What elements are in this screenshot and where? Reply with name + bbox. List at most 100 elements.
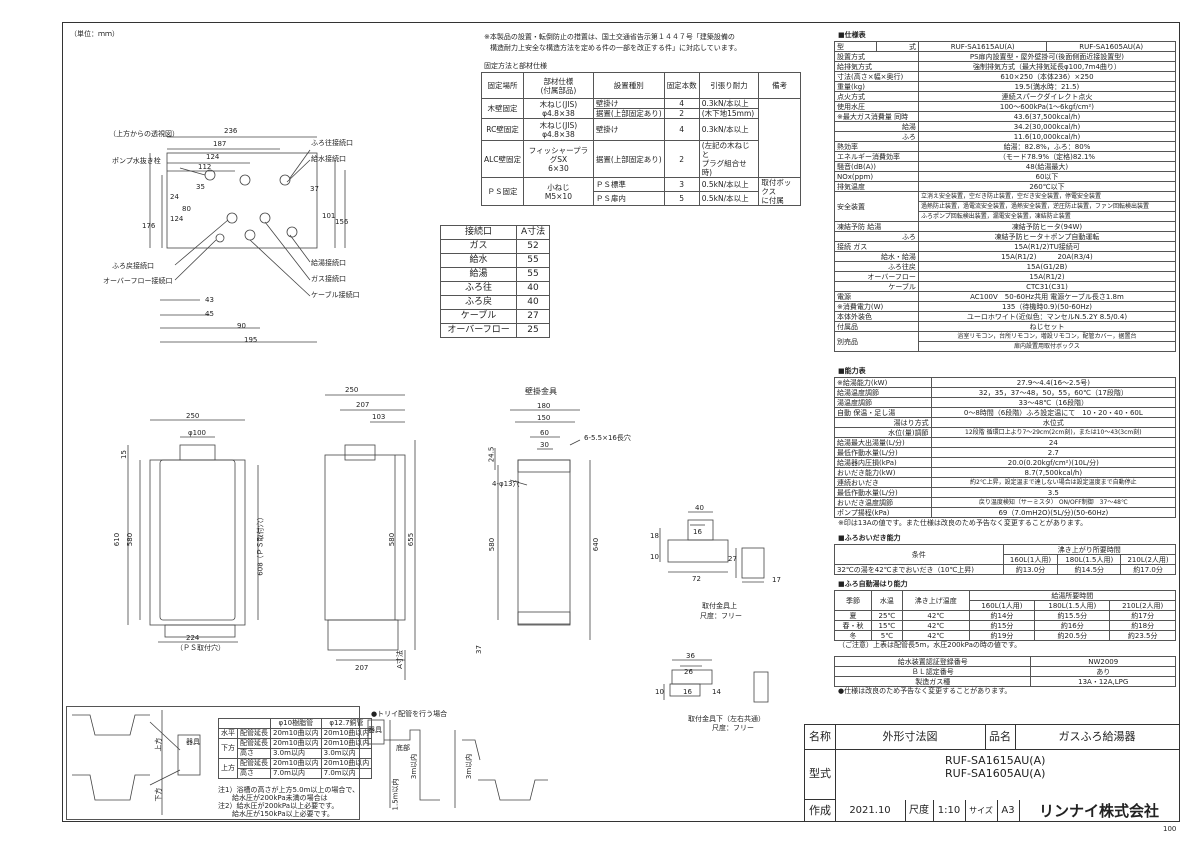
bu-dim-17: 17 [772,576,781,584]
a-r5c1: 27 [516,309,550,324]
pipe-h2: φ12.7銅管 [320,718,373,729]
cap-r6v: 24 [930,437,1177,448]
dim-112: 112 [198,163,212,171]
af-r0c4: 約15.5分 [1034,610,1111,621]
spec-r2k: 寸法(高さ×幅×奥行) [834,71,919,82]
reheat-h2: 160L(1人用) [1002,554,1059,565]
notice-line1: ※本製品の設置・転倒防止の措置は、国土交通省告示第１４４７号「建築設備の [484,33,735,41]
front-dim-phi100: φ100 [188,429,206,437]
a-r4c0: ふろ戻 [439,295,518,310]
af-h1: 水温 [870,590,903,611]
cap-r9v: 8.7(7,500kcal/h) [930,467,1177,478]
cap-r12v: 戻り温度検知（サーミスタ） ON/OFF制御 37〜48℃ [930,497,1177,508]
fix-r0c2: 壁掛け [592,98,665,109]
cap-r6k: 給湯最大出湯量(L/分) [834,437,932,448]
tb-made-label: 作成 [805,800,836,822]
spec-h0: 型 [834,41,877,52]
label-overflow: オーバーフロー接続口 [103,277,173,285]
cap-r0v: 27.9〜4.4(16〜2.5号) [930,377,1177,388]
reheat-title: ■ふろおいだき能力 [838,534,901,542]
autofill-note: （ご注意）上表は配管長5m，水圧200kPaの時の値です。 [838,641,1022,649]
bracket-upper-title: 取付金具上 [702,602,737,610]
side-dim-207b: 207 [355,664,369,672]
spec-r12k: NOx(ppm) [834,171,919,182]
label-water-in: 給水接続口 [311,155,346,163]
pipe-r4c3: 7.0m以内 [320,768,373,779]
cert-r2k: 製造ガス種 [833,676,1032,687]
spec-r1v: 強制排気方式（最大排気延長φ100,7m4曲り） [917,61,1177,72]
spec-r23v: CTC31(C31) [917,281,1177,292]
spec-r7v: 34.2(30,000kcal/h) [917,121,1177,132]
wb-dim-580: 580 [488,537,497,552]
fix-r2c2: 壁掛け [592,118,665,141]
af-r0c0: 夏 [834,610,872,621]
pipe-r2c3: 3.0m以内 [320,748,373,759]
bu-dim-40: 40 [695,504,704,512]
a-r1c1: 55 [516,253,550,268]
spec-table: 型 式 RUF-SA1615AU(A) RUF-SA1605AU(A) 設置方式… [834,41,1177,352]
side-dim-a: A寸法 [395,650,404,669]
tb-date: 2021.10 [835,800,906,822]
cap-r8k: 給湯器内圧損(kPa) [834,457,932,468]
capacity-title: ■能力表 [838,367,866,375]
cap-r11v: 3.5 [930,487,1177,498]
cap-r2k: 湯温度調節 [834,397,932,408]
cap-r3v: 0〜8時間（6段階）ふろ設定温にて 10・20・40・60L [930,407,1177,418]
pipe-r1c2: 20m10曲以内 [270,738,322,749]
fix-h5: 備考 [758,72,801,99]
af-r1c3: 約15分 [968,620,1036,631]
a-r2c1: 55 [516,267,550,282]
a-r0c0: ガス [439,239,518,254]
trap-3m-a: 3m以内 [410,753,419,780]
dim-45: 45 [205,310,214,318]
cap-r1v: 32，35，37〜48，50，55，60℃（17段階） [930,387,1177,398]
fix-r4c3: 3 [663,177,700,192]
dim-24: 24 [170,193,179,201]
af-r0c1: 25℃ [870,610,903,621]
tb-scale-value: 1:10 [933,800,966,822]
af-r1c4: 約16分 [1034,620,1111,631]
pipe-r0c3: 20m10曲以内 [320,728,373,739]
bracket-upper-drawing [659,511,765,583]
cert-r0v: NW2009 [1030,656,1176,667]
spec-title: ■仕様表 [838,31,866,39]
cap-r4v: 水位式 [930,417,1177,428]
fix-r2c1: 木ねじ(JIS) φ4.8×38 [523,118,594,141]
spec-r5v: 100〜600kPa(1〜6kgf/cm²) [917,101,1177,112]
side-dim-103: 103 [372,413,386,421]
side-dim-580: 580 [388,532,397,547]
pipe-r2c1: 高さ [237,748,271,759]
dim-156: 156 [335,218,349,226]
side-dim-655: 655 [407,532,416,547]
trap-device: 器具 [368,726,382,734]
af-r2c5: 約23.5分 [1109,630,1176,641]
reheat-table: 条件沸き上がり所要時間 160L(1人用)180L(1.5人用)210L(2人用… [834,544,1177,575]
fix-r3c2: 据置(上部固定あり) [592,140,665,178]
spec-r8k: ふろ [834,131,919,142]
wb-dim-slot: 6-5.5×16長穴 [584,434,631,442]
spec-r29v: 扉内設置用取付ボックス [917,341,1177,352]
af-r0c2: 42℃ [901,610,970,621]
cap-r1k: 給湯温度調節 [834,387,932,398]
spec-r19k: 接続 ガス [834,241,919,252]
spec-r18k: ふろ [834,231,919,242]
fix-r5c2: ＰＳ扉内 [592,191,665,206]
tb-model-1: RUF-SA1615AU(A) [945,754,1046,767]
pipe-r3c1: 配管延長 [237,758,271,769]
spec-r14v: 立消え安全装置，空だき防止装置，空だき安全装置，停電安全装置 [917,191,1177,202]
cert-r1v: あり [1030,666,1176,677]
bracket-lower-drawing [663,659,769,703]
spec-r8v: 11.6(10,000kcal/h) [917,131,1177,142]
wb-dim-hole: 4-φ13穴 [492,480,520,488]
trap-bottom: 底部 [396,744,410,752]
spec-r23k: ケーブル [834,281,919,292]
label-gas: ガス接続口 [311,275,346,283]
spec-r15v: 過熱防止装置，過電流安全装置，過熱安全装置，逆圧防止装置，ファン回転検出装置 [917,201,1177,212]
spec-r24k: 電源 [834,291,919,302]
reheat-h0: 条件 [834,544,1004,565]
pipe-r3c0: 上方 [218,758,238,779]
side-view-drawing [324,394,416,680]
bath-diagrams [72,710,548,815]
tb-name-value: 外形寸法図 [835,725,986,750]
autofill-title: ■ふろ自動湯はり能力 [838,580,908,588]
